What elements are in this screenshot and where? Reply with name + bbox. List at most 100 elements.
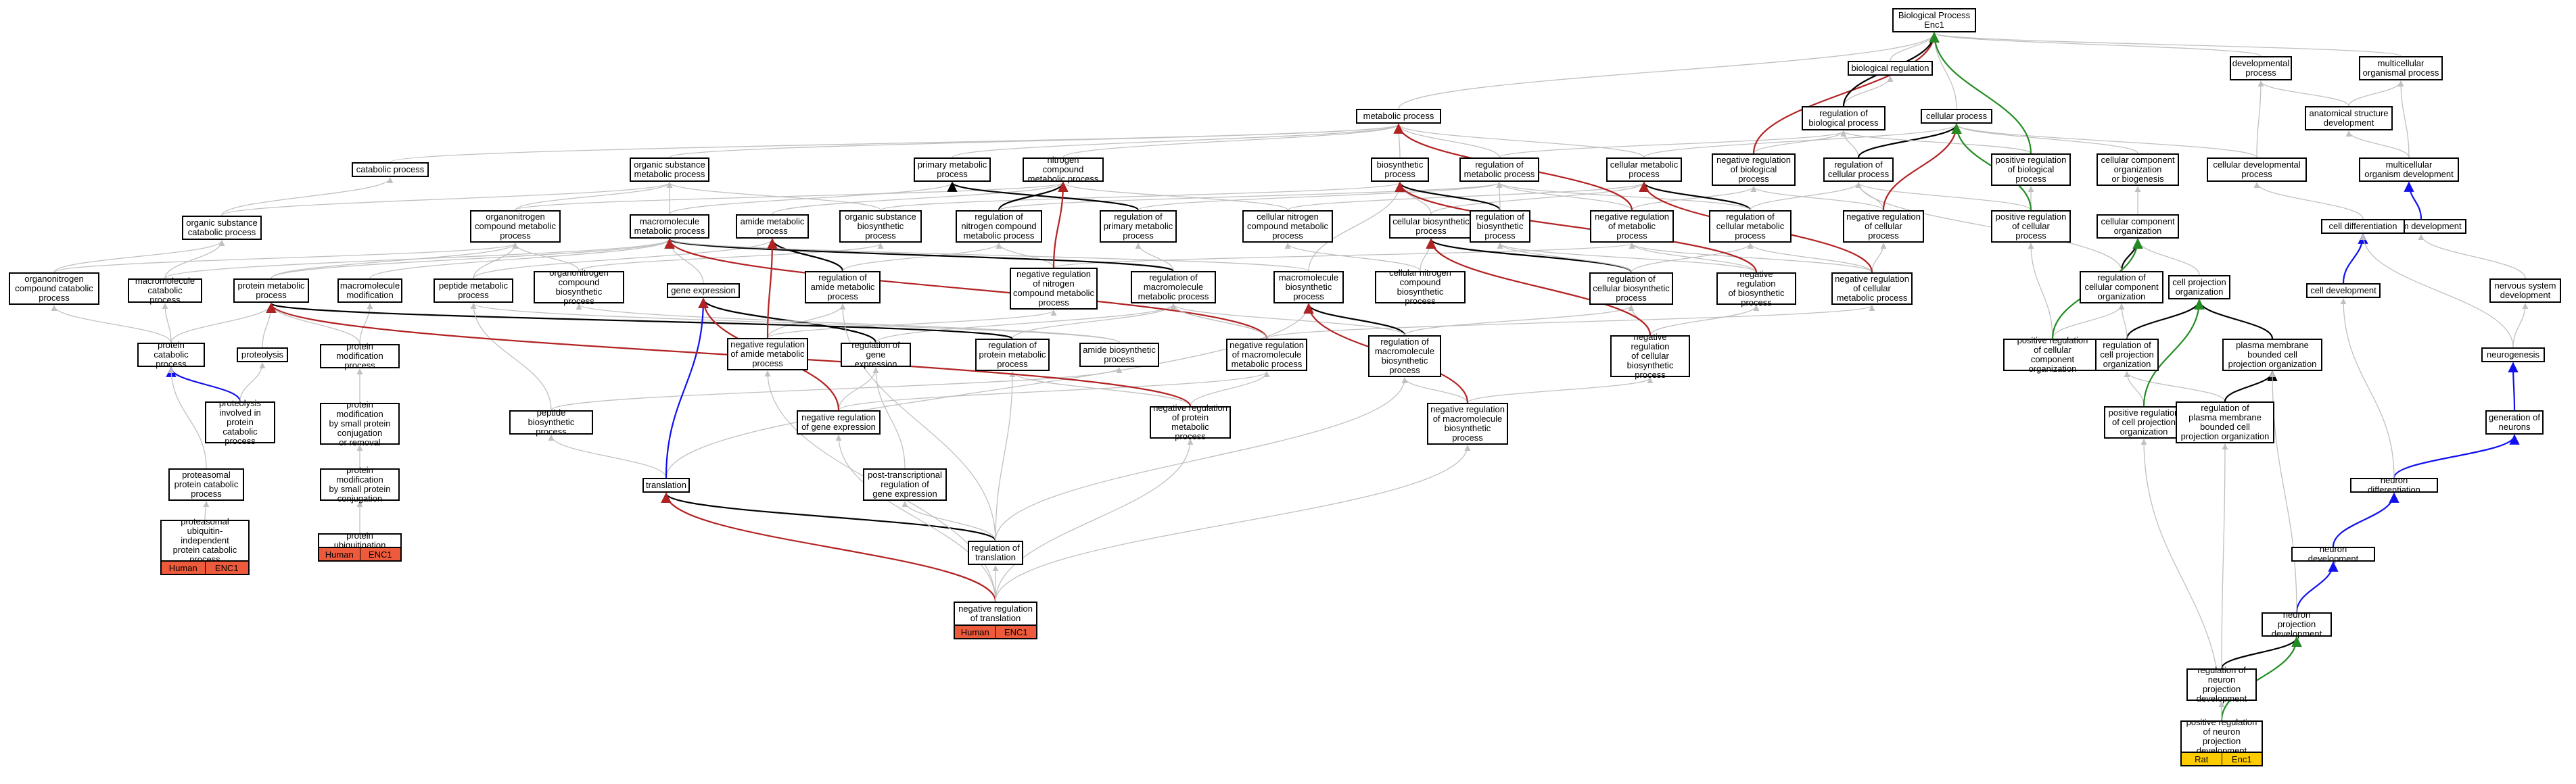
node-nervdev[interactable]: nervous system development: [2489, 278, 2561, 303]
node-orgsub[interactable]: organic substance metabolic process: [630, 157, 709, 182]
node-ccob[interactable]: cellular component organization or bioge…: [2097, 153, 2179, 186]
node-regpm[interactable]: regulation of plasma membrane bounded ce…: [2176, 401, 2274, 443]
node-regccorg[interactable]: regulation of cellular component organiz…: [2080, 271, 2163, 303]
node-celldev[interactable]: cell development: [2306, 283, 2381, 298]
node-neurdiff[interactable]: neuron differentiation: [2350, 476, 2438, 495]
node-macromod[interactable]: macromolecule modification: [337, 278, 402, 303]
node-orgnitro[interactable]: organonitrogen compound metabolic proces…: [470, 210, 561, 243]
node-cellbio[interactable]: cellular biosynthetic process: [1389, 214, 1473, 239]
node-orgnitrobio[interactable]: organonitrogen compound biosynthetic pro…: [534, 268, 624, 306]
node-catab[interactable]: catabolic process: [352, 162, 429, 177]
node-posccorg[interactable]: positive regulation of cellular componen…: [2003, 336, 2102, 374]
node-reggene[interactable]: regulation of gene expression: [841, 341, 911, 369]
node-nitro[interactable]: nitrogen compound metabolic process: [1023, 155, 1104, 184]
node-protconj[interactable]: protein modification by small protein co…: [320, 465, 400, 504]
node-protcat[interactable]: protein catabolic process: [137, 341, 205, 369]
node-posttrans[interactable]: post-transcriptional regulation of gene …: [863, 468, 947, 501]
node-proteasomal[interactable]: proteasomal protein catabolic process: [168, 468, 244, 501]
node-negtrans[interactable]: negative regulation of translation: [954, 602, 1037, 626]
node-anat[interactable]: anatomical structure development: [2305, 106, 2393, 130]
node-negmacrobio[interactable]: negative regulation of macromolecule bio…: [1427, 403, 1508, 445]
node-orgnitrocat[interactable]: organonitrogen compound catabolic proces…: [9, 272, 99, 305]
node-met[interactable]: metabolic process: [1356, 109, 1441, 124]
species-tag: Enc1: [2221, 753, 2262, 765]
node-orgsubcat[interactable]: organic substance catabolic process: [182, 216, 262, 240]
node-regprot[interactable]: regulation of protein metabolic process: [975, 339, 1050, 371]
node-bp[interactable]: Biological Process Enc1: [1892, 8, 1976, 32]
node-celldevp[interactable]: cellular developmental process: [2207, 157, 2307, 182]
node-macrocat[interactable]: macromolecule catabolic process: [128, 276, 202, 305]
node-neurogen[interactable]: neurogenesis: [2481, 347, 2545, 362]
node-label: protein modification by small protein co…: [329, 465, 391, 504]
node-neggene[interactable]: negative regulation of gene expression: [797, 410, 881, 435]
node-amidebio[interactable]: amide biosynthetic process: [1079, 343, 1159, 367]
node-negmacro[interactable]: negative regulation of macromolecule met…: [1226, 339, 1307, 371]
node-ccorg[interactable]: cellular component organization: [2097, 214, 2179, 239]
node-protmet[interactable]: protein metabolic process: [233, 278, 309, 303]
node-poscellproj[interactable]: positive regulation of cell projection o…: [2104, 406, 2184, 439]
node-cellproj[interactable]: cell projection organization: [2168, 275, 2230, 299]
node-multi[interactable]: multicellular organismal process: [2359, 56, 2443, 80]
node-macrobio[interactable]: macromolecule biosynthetic process: [1273, 271, 1344, 303]
node-cellnitro[interactable]: cellular nitrogen compound metabolic pro…: [1242, 210, 1333, 243]
node-regprim[interactable]: regulation of primary metabolic process: [1100, 210, 1177, 243]
node-regmacro[interactable]: regulation of macromolecule metabolic pr…: [1131, 271, 1216, 303]
node-negcellbio[interactable]: negative regulation of cellular biosynth…: [1610, 333, 1690, 380]
edge-orgnitrocat-to-orgnitro: [53, 243, 519, 273]
node-regmet[interactable]: regulation of metabolic process: [1459, 157, 1539, 182]
node-celldiff[interactable]: cell differentiation: [2321, 219, 2405, 234]
node-amide[interactable]: amide metabolic process: [736, 214, 809, 239]
node-cellnitrobio[interactable]: cellular nitrogen compound biosynthetic …: [1375, 268, 1466, 306]
node-regbio[interactable]: regulation of biosynthetic process: [1470, 210, 1530, 243]
edge-orgsubcat-to-catab: [221, 177, 394, 216]
node-cellp[interactable]: cellular process: [1921, 109, 1992, 124]
node-translation[interactable]: translation: [642, 478, 690, 493]
node-posbp[interactable]: positive regulation of biological proces…: [1991, 153, 2071, 186]
node-negcellmet[interactable]: negative regulation of cellular metaboli…: [1831, 272, 1913, 305]
node-neurproj[interactable]: neuron projection development: [2262, 610, 2332, 639]
node-label: regulation of biological process: [1808, 108, 1879, 128]
node-posneurproj[interactable]: positive regulation of neuron projection…: [2180, 718, 2263, 756]
node-negregmet[interactable]: negative regulation of metabolic process: [1590, 210, 1674, 243]
node-posregcp[interactable]: positive regulation of cellular process: [1991, 210, 2071, 243]
node-negbio[interactable]: negative regulation of biosynthetic proc…: [1716, 270, 1796, 308]
node-regneurproj[interactable]: regulation of neuron projection developm…: [2186, 666, 2257, 704]
node-dev[interactable]: developmental process: [2230, 56, 2292, 80]
node-cellmet[interactable]: cellular metabolic process: [1606, 157, 1682, 182]
node-regnitro[interactable]: regulation of nitrogen compound metaboli…: [956, 210, 1042, 243]
node-label: primary metabolic process: [917, 160, 987, 179]
edge-peptmet-to-orgnitro: [473, 243, 519, 279]
node-peptmet[interactable]: peptide metabolic process: [434, 278, 513, 303]
node-regbp[interactable]: regulation of biological process: [1802, 106, 1886, 130]
node-regcellbio[interactable]: regulation of cellular biosynthetic proc…: [1589, 272, 1673, 305]
node-multidev[interactable]: multicellular organism development: [2359, 157, 2459, 182]
node-genneur[interactable]: generation of neurons: [2485, 410, 2544, 435]
node-breg[interactable]: biological regulation: [1848, 61, 1933, 76]
node-regamide[interactable]: regulation of amide metabolic process: [805, 271, 881, 303]
node-protmodsmall[interactable]: protein modification by small protein co…: [320, 400, 400, 447]
node-biosyn[interactable]: biosynthetic process: [1371, 157, 1429, 182]
edge-negcellbio-to-cellbio: [1426, 238, 1652, 336]
node-negprot[interactable]: negative regulation of protein metabolic…: [1150, 403, 1231, 441]
node-proteolysis2[interactable]: proteolysis involved in protein cataboli…: [205, 399, 275, 446]
node-negamide[interactable]: negative regulation of amide metabolic p…: [727, 338, 808, 370]
node-negbp[interactable]: negative regulation of biological proces…: [1712, 153, 1796, 186]
node-protubi[interactable]: protein ubiquitination: [318, 531, 402, 550]
node-regcp[interactable]: regulation of cellular process: [1823, 157, 1894, 182]
node-primary[interactable]: primary metabolic process: [914, 157, 991, 182]
node-peptbio[interactable]: peptide biosynthetic process: [509, 408, 593, 437]
node-proteolysis[interactable]: proteolysis: [237, 347, 288, 362]
node-pmorg[interactable]: plasma membrane bounded cell projection …: [2222, 339, 2322, 371]
node-neurondev[interactable]: neuron development: [2291, 545, 2375, 564]
node-regmacrobio[interactable]: regulation of macromolecule biosynthetic…: [1368, 335, 1441, 377]
node-regcellproj[interactable]: regulation of cell projection organizati…: [2095, 339, 2159, 371]
node-macro[interactable]: macromolecule metabolic process: [630, 214, 709, 239]
node-regcellmet[interactable]: regulation of cellular metabolic process: [1709, 210, 1792, 243]
node-negnitro[interactable]: negative regulation of nitrogen compound…: [1010, 268, 1098, 310]
node-protmod[interactable]: protein modification process: [320, 342, 400, 370]
node-regtrans[interactable]: regulation of translation: [968, 541, 1023, 565]
node-proteasomal2[interactable]: proteasomal ubiquitin-independent protei…: [160, 517, 250, 564]
node-orgsubbio[interactable]: organic substance biosynthetic process: [839, 210, 922, 243]
node-negregcp[interactable]: negative regulation of cellular process: [1843, 210, 1924, 243]
node-geneexp[interactable]: gene expression: [667, 283, 740, 298]
